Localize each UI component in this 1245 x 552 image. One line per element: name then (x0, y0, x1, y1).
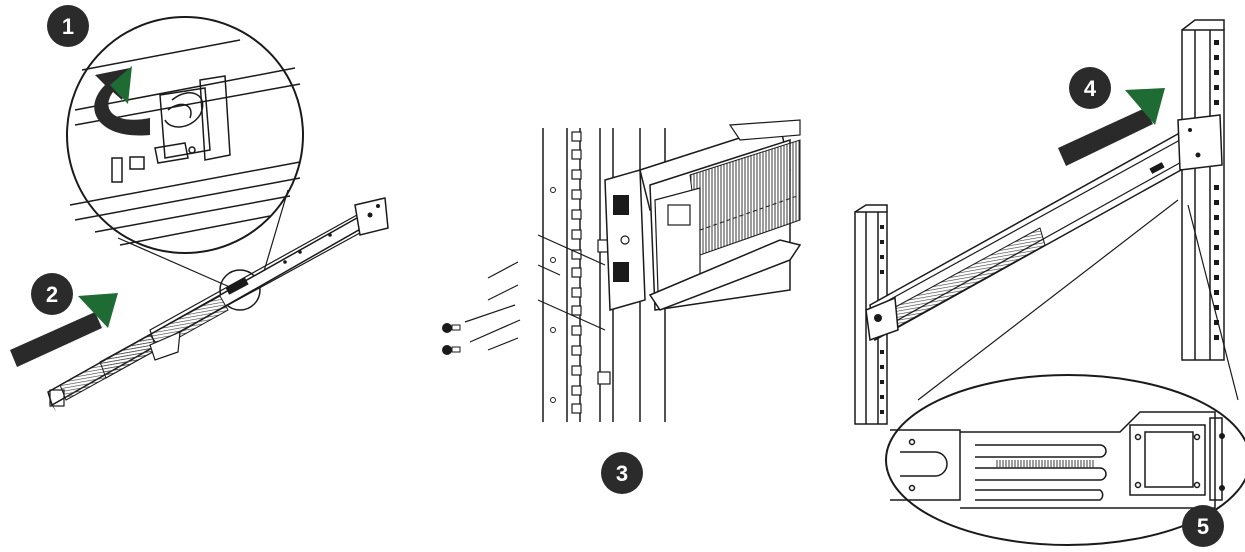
step-badge-1: 1 (47, 5, 89, 47)
panel-right-rack (854, 19, 1245, 546)
slide-rail-installed (865, 114, 1223, 342)
latch-detail-circle (219, 269, 261, 311)
push-arrow-icon (1058, 88, 1165, 166)
step-badge-5: 5 (1182, 505, 1224, 547)
rail-front-bracket (604, 119, 802, 311)
svg-text:5: 5 (1197, 514, 1209, 539)
magnifier-circle-latch (66, 16, 304, 254)
svg-text:1: 1 (62, 14, 74, 39)
panel-rack-front-screws (442, 119, 802, 422)
slide-rail-left (47, 197, 389, 412)
svg-text:2: 2 (46, 282, 58, 307)
rotation-arrow-icon (94, 68, 150, 136)
rack-square-holes (571, 131, 611, 414)
step-badge-4: 4 (1069, 67, 1111, 109)
magnifier-circle-rear-bracket (885, 199, 1245, 546)
step-badge-3: 3 (601, 452, 643, 494)
step-badge-2: 2 (31, 273, 73, 315)
push-arrow-icon (10, 293, 118, 367)
screw-icon (442, 323, 461, 333)
panel-left-rail (10, 16, 389, 412)
screw-icon (442, 345, 461, 355)
screw-guide-lines (464, 234, 606, 351)
svg-text:4: 4 (1084, 76, 1097, 101)
svg-text:3: 3 (616, 461, 628, 486)
